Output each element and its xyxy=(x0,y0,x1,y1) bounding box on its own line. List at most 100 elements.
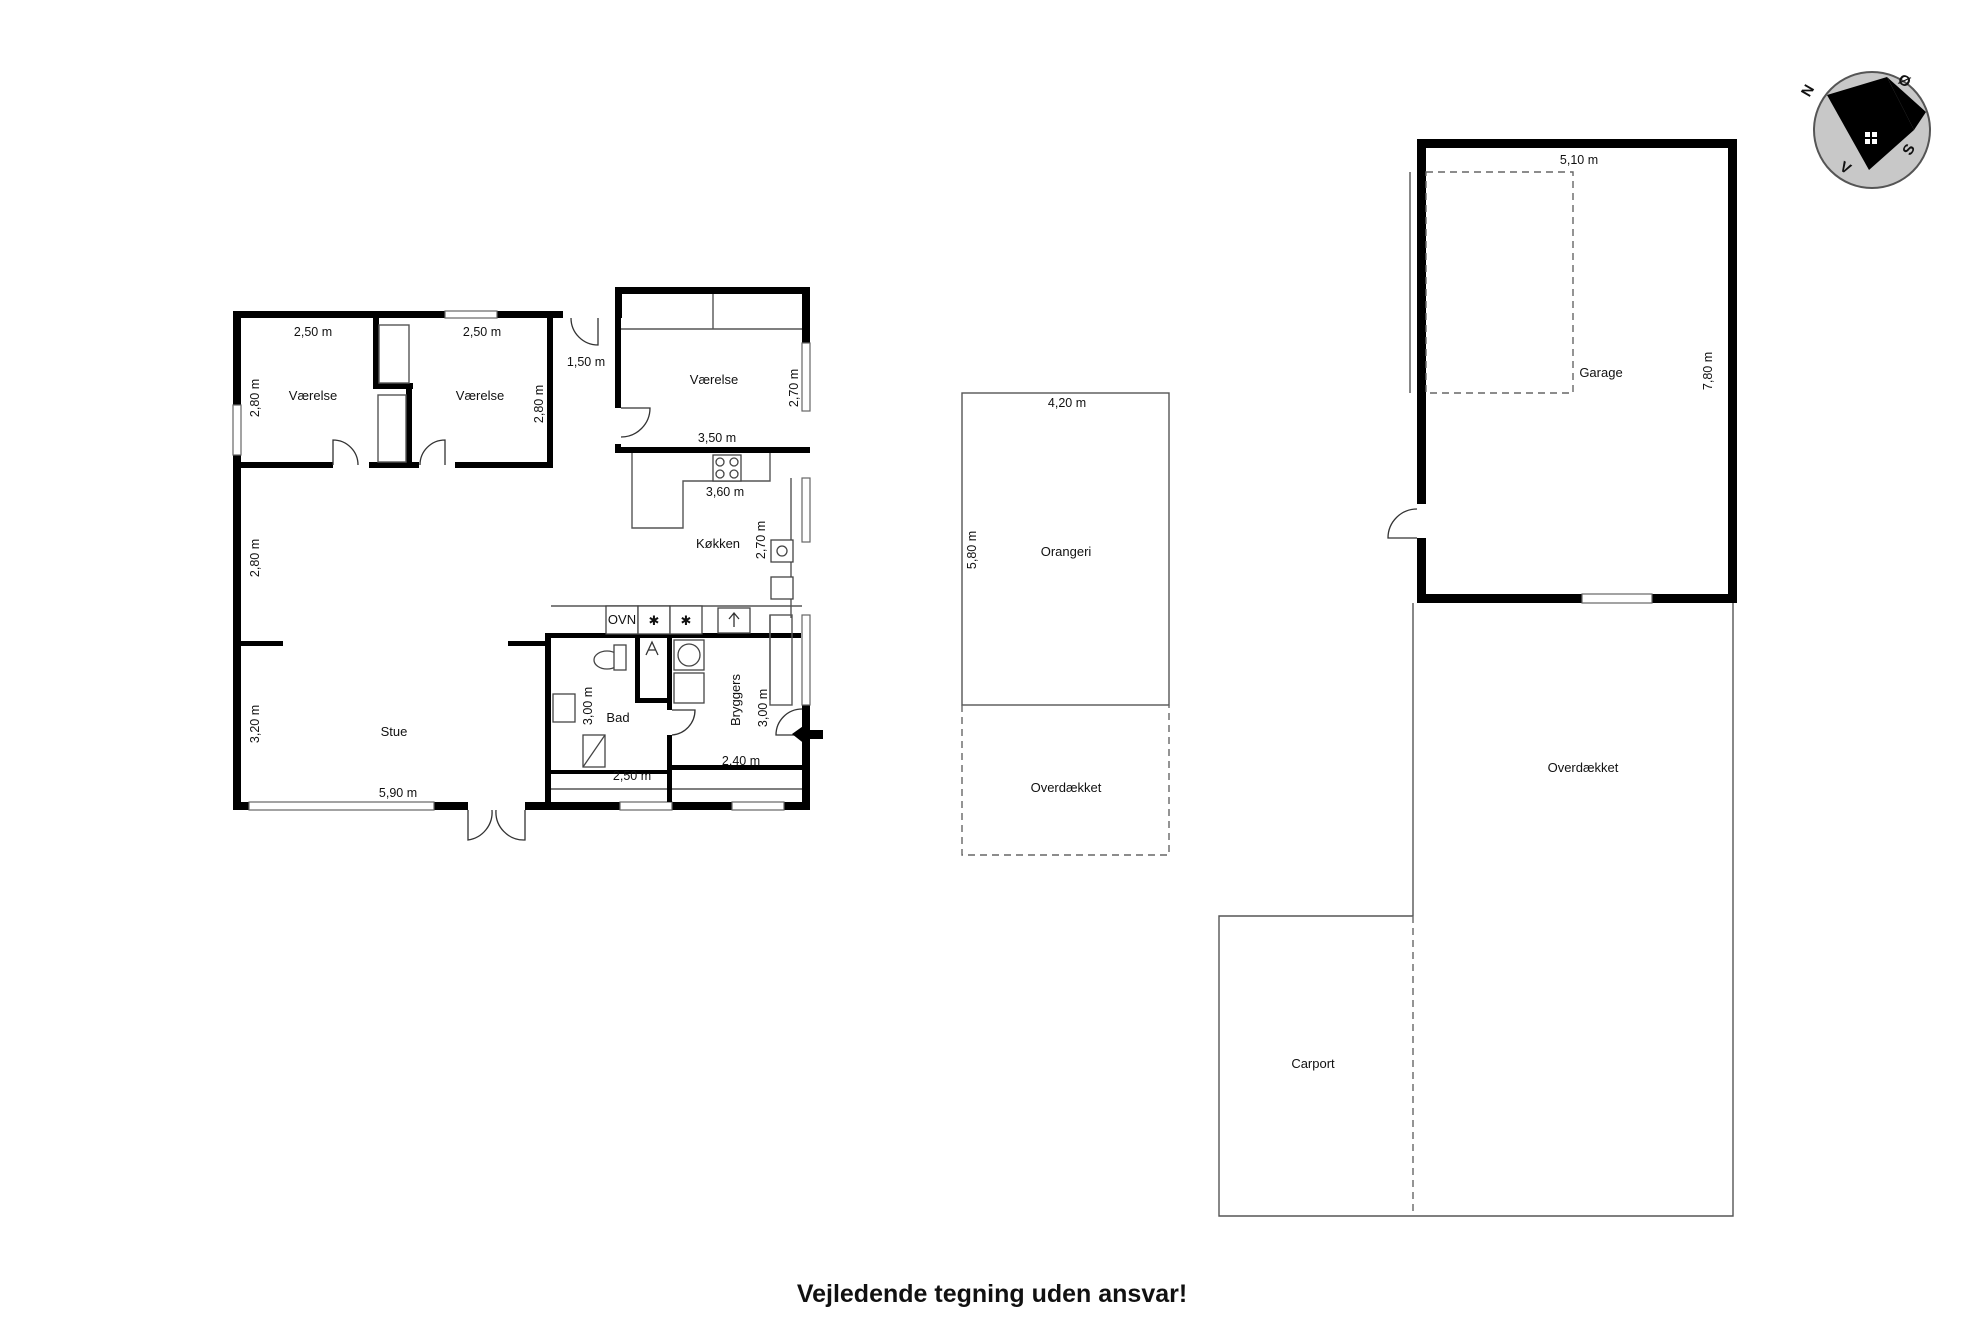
arrow-up-icon xyxy=(728,611,740,627)
dishwasher xyxy=(770,576,794,600)
wall xyxy=(615,318,621,408)
snowflake-icon: ✱ xyxy=(649,613,660,628)
wall xyxy=(667,735,672,802)
room-label-overdaekket: Overdækket xyxy=(1031,780,1102,795)
window xyxy=(619,801,673,811)
room-label-vaerelse: Værelse xyxy=(289,388,337,403)
room-label-orangeri: Orangeri xyxy=(1041,544,1092,559)
dimension-label: 5,90 m xyxy=(379,786,417,800)
dimension-label: 5,10 m xyxy=(1560,153,1598,167)
dimension-label: 2,70 m xyxy=(754,521,768,559)
wall xyxy=(233,311,241,809)
room-label-bryggers: Bryggers xyxy=(728,673,743,726)
house-plan: OVN ✱ ✱ Værelse Værelse Værelse xyxy=(232,287,823,841)
bathroom-sink xyxy=(552,693,576,723)
wall xyxy=(615,287,810,294)
disclaimer-caption: Vejledende tegning uden ansvar! xyxy=(796,1280,1188,1308)
dimension-label: 3,00 m xyxy=(581,687,595,725)
wall xyxy=(1417,139,1737,148)
dimension-label: 2,40 m xyxy=(722,754,760,768)
window xyxy=(248,801,435,811)
wall xyxy=(455,462,553,468)
wardrobe xyxy=(377,394,407,463)
wall xyxy=(1728,139,1737,603)
orangeri-outline xyxy=(961,392,1170,706)
door xyxy=(775,708,803,736)
wall xyxy=(667,638,672,710)
room-label-stue: Stue xyxy=(381,724,408,739)
window xyxy=(801,614,811,706)
wall xyxy=(615,447,810,453)
wall xyxy=(241,641,283,646)
door xyxy=(467,809,493,841)
dimension-label: 2,80 m xyxy=(248,379,262,417)
wall xyxy=(1417,538,1426,603)
wall xyxy=(1417,594,1737,603)
window xyxy=(731,801,785,811)
dimension-label: 3,50 m xyxy=(698,431,736,445)
dimension-label: 2,80 m xyxy=(248,539,262,577)
wall xyxy=(406,383,412,468)
wall xyxy=(615,287,622,318)
dimension-label: 3,60 m xyxy=(706,485,744,499)
house-icon xyxy=(1827,77,1914,170)
dimension-label: 7,80 m xyxy=(1701,352,1715,390)
room-label-vaerelse: Værelse xyxy=(456,388,504,403)
wall xyxy=(373,318,379,388)
wall xyxy=(672,765,802,770)
car-space-outline xyxy=(1425,171,1574,394)
oven-label: OVN xyxy=(608,612,636,627)
oven xyxy=(605,605,639,635)
compass-north: N xyxy=(1798,82,1818,100)
wall xyxy=(1417,139,1426,504)
kitchen-counter xyxy=(631,453,771,529)
freezer xyxy=(637,605,671,635)
snowflake-icon: ✱ xyxy=(681,613,692,628)
wall xyxy=(640,698,672,703)
dimension-label: 3,20 m xyxy=(248,705,262,743)
covered-area-outline xyxy=(961,705,1170,856)
laundry-counter xyxy=(769,614,793,706)
dimension-label: 3,00 m xyxy=(756,689,770,727)
door xyxy=(671,709,696,736)
wall xyxy=(802,622,810,810)
wall xyxy=(241,462,333,468)
door xyxy=(570,317,599,346)
wall xyxy=(551,633,801,638)
tumble-dryer xyxy=(673,672,705,704)
entrance-arrow-icon xyxy=(792,724,823,745)
door xyxy=(419,439,446,466)
dimension-label: 1,50 m xyxy=(567,355,605,369)
room-label-koekken: Køkken xyxy=(696,536,740,551)
window xyxy=(801,477,811,543)
fridge xyxy=(669,605,703,635)
compass: N Ø S V xyxy=(1798,71,1931,189)
wall xyxy=(508,641,548,646)
wall xyxy=(545,633,551,802)
dimension-label: 2,50 m xyxy=(613,769,651,783)
wall xyxy=(373,383,413,389)
door xyxy=(332,439,359,466)
dimension-label: 2,70 m xyxy=(787,369,801,407)
door xyxy=(495,809,526,841)
orangeri-plan: Orangeri Overdækket 4,20 m 5,80 m xyxy=(961,392,1170,856)
dimension-label: 4,20 m xyxy=(1048,396,1086,410)
dimension-label: 5,80 m xyxy=(965,531,979,569)
dimension-label: 2,50 m xyxy=(294,325,332,339)
wall xyxy=(233,311,563,318)
wardrobe xyxy=(378,324,410,384)
dimension-label: 2,50 m xyxy=(463,325,501,339)
wall xyxy=(547,318,553,468)
room-label-bad: Bad xyxy=(606,710,629,725)
covered-area-outline xyxy=(1218,603,1734,1217)
room-label-garage: Garage xyxy=(1579,365,1622,380)
garage-plan: Garage 5,10 m 7,80 m Overdækket Carport xyxy=(1218,139,1737,1217)
wall xyxy=(802,287,810,343)
window xyxy=(1581,593,1653,604)
room-label-overdaekket: Overdækket xyxy=(1548,760,1619,775)
window xyxy=(444,310,498,319)
window xyxy=(801,342,811,412)
room-label-carport: Carport xyxy=(1291,1056,1335,1071)
door xyxy=(620,407,651,438)
